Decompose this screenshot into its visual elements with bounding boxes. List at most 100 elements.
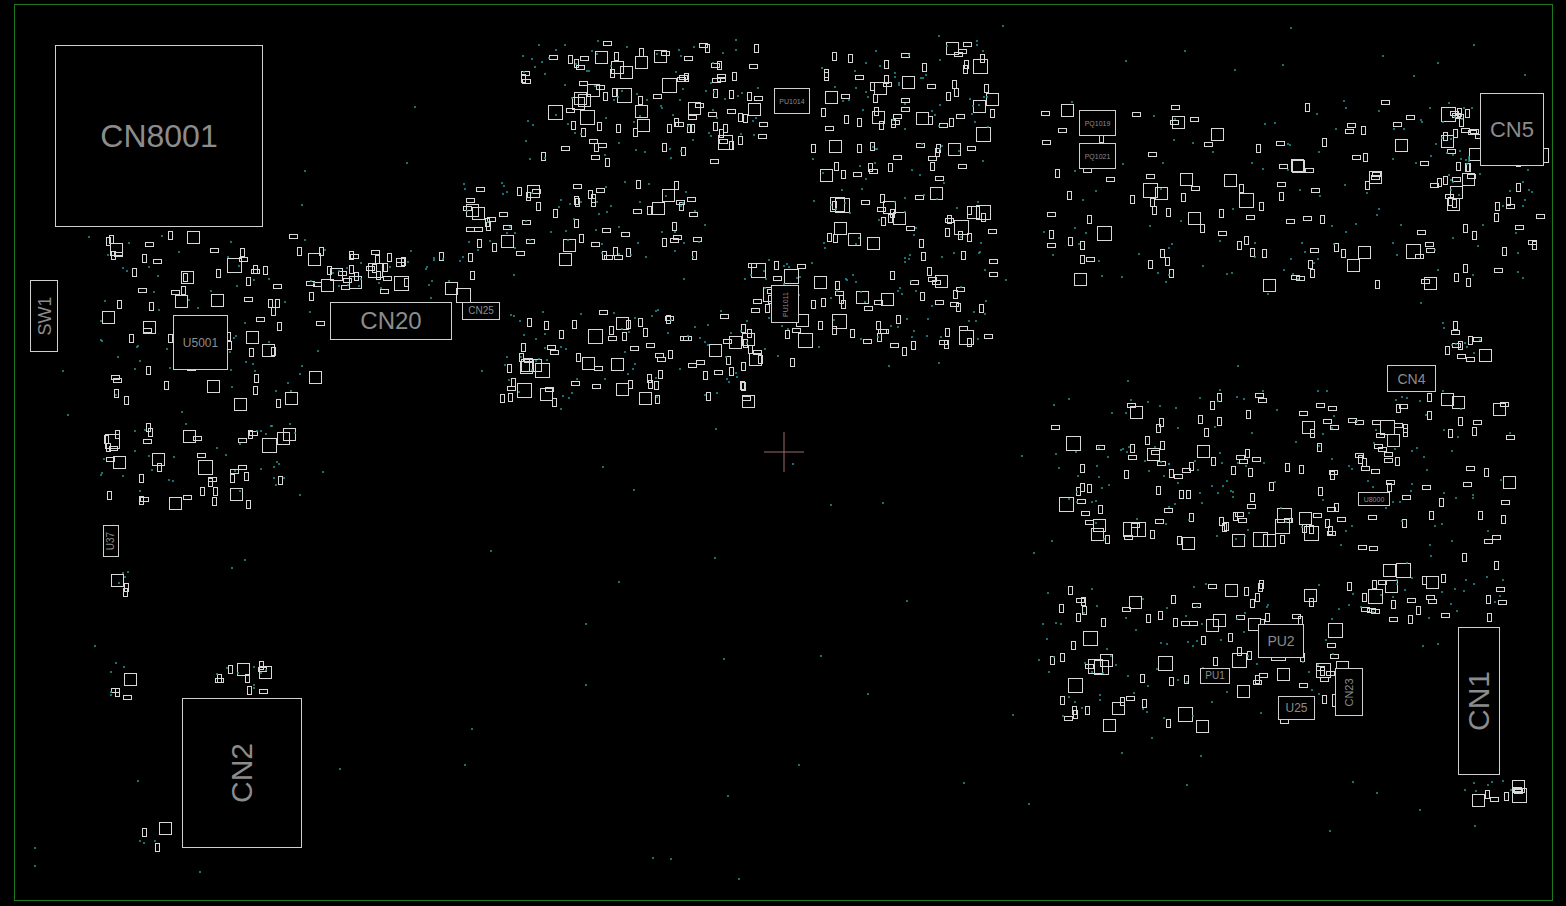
via	[1221, 462, 1223, 464]
via	[1451, 540, 1453, 542]
via	[1082, 199, 1084, 201]
pad	[713, 79, 721, 83]
via	[1107, 456, 1109, 458]
pad	[580, 82, 588, 86]
via	[181, 411, 183, 413]
pad	[658, 358, 666, 362]
via	[598, 213, 600, 215]
via	[678, 49, 680, 51]
pad	[991, 110, 995, 118]
via	[1047, 592, 1049, 594]
pad	[821, 170, 833, 182]
via	[845, 278, 847, 280]
pad	[1166, 258, 1170, 266]
pad	[1192, 187, 1200, 191]
via	[675, 71, 677, 73]
via	[1062, 715, 1064, 717]
pad	[1069, 679, 1083, 693]
via	[256, 430, 258, 432]
pad	[255, 375, 259, 383]
pad	[1086, 707, 1090, 715]
reference-designator: PQ1019	[1085, 120, 1111, 127]
pad	[728, 110, 736, 114]
via	[1285, 521, 1287, 523]
via	[1053, 404, 1055, 406]
pad	[1422, 280, 1430, 284]
pad	[1072, 642, 1076, 650]
pad	[581, 111, 595, 125]
via	[698, 241, 700, 243]
pad	[1167, 209, 1171, 217]
via	[235, 335, 237, 337]
component-outline: U5001	[173, 315, 228, 370]
pad	[1376, 281, 1380, 289]
via	[1147, 685, 1149, 687]
pad	[457, 289, 471, 303]
pad	[1369, 516, 1377, 520]
pad	[960, 327, 968, 331]
via	[901, 293, 903, 295]
via	[1415, 162, 1417, 164]
pad	[654, 95, 662, 99]
via	[741, 92, 743, 94]
via	[1345, 231, 1347, 233]
via	[655, 310, 657, 312]
via	[1450, 138, 1452, 140]
pad	[269, 300, 273, 308]
pad	[636, 57, 648, 69]
pad	[1159, 612, 1163, 620]
pad	[1502, 516, 1506, 524]
via	[601, 252, 603, 254]
via	[542, 311, 544, 313]
pad	[1342, 250, 1346, 258]
pad	[1408, 599, 1416, 603]
via	[275, 390, 277, 392]
pad	[1473, 428, 1477, 436]
via	[1527, 169, 1529, 171]
via	[1292, 273, 1294, 275]
via	[1091, 671, 1093, 673]
pad	[1081, 465, 1085, 473]
pad	[891, 344, 899, 348]
via	[1441, 591, 1443, 593]
pad	[350, 252, 354, 260]
via	[322, 471, 324, 473]
pad	[618, 89, 632, 103]
pad	[395, 277, 409, 291]
pad	[1280, 165, 1288, 169]
via	[764, 287, 766, 289]
pad	[1303, 422, 1315, 434]
via	[1122, 163, 1124, 165]
pad	[1366, 182, 1370, 190]
pad	[1379, 581, 1387, 585]
via	[799, 276, 801, 278]
pad	[931, 163, 935, 171]
via	[1200, 755, 1202, 757]
pad	[878, 208, 886, 212]
via	[115, 394, 117, 396]
pad	[894, 156, 902, 160]
via	[1262, 168, 1264, 170]
via	[544, 347, 546, 349]
via	[464, 188, 466, 190]
pad	[1152, 451, 1160, 455]
via	[88, 236, 90, 238]
reference-designator: U8000	[1364, 496, 1385, 503]
via	[628, 331, 630, 333]
pad	[733, 73, 737, 81]
via	[715, 428, 717, 430]
via	[1147, 401, 1149, 403]
pad	[1151, 199, 1155, 207]
pad	[889, 164, 893, 172]
pad	[1513, 781, 1525, 793]
via	[777, 355, 779, 357]
via	[1421, 121, 1423, 123]
pad	[254, 266, 258, 274]
via	[1326, 390, 1328, 392]
pad	[1061, 654, 1065, 662]
pad	[604, 93, 608, 101]
via	[1297, 278, 1299, 280]
pad	[714, 123, 718, 131]
via	[1318, 445, 1320, 447]
pad	[836, 199, 850, 213]
